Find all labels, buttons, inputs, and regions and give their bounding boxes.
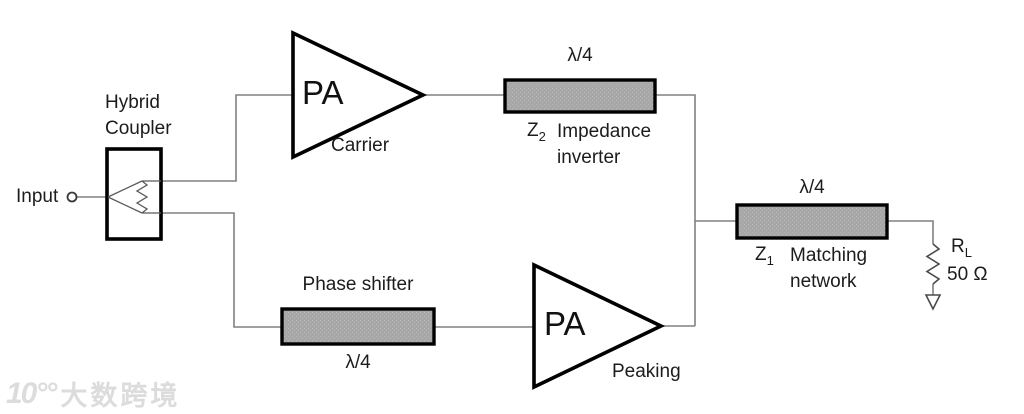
load-resistor	[924, 243, 942, 311]
z2-subscript: 2	[538, 128, 546, 144]
load-r-subscript: L	[964, 244, 972, 260]
watermark: 10°° 大数跨境	[6, 374, 180, 413]
impedance-inverter-tline	[503, 78, 657, 114]
z1-subscript: 1	[766, 252, 774, 268]
input-label: Input	[16, 186, 59, 207]
input-terminal	[66, 191, 78, 203]
load-name-label: RL	[951, 236, 972, 259]
hybrid-coupler-label: Hybrid Coupler	[105, 90, 172, 142]
watermark-logo-icon: 10°°	[6, 376, 57, 410]
hybrid-coupler-label-line2: Coupler	[105, 118, 172, 139]
matching-network-desc: Matching network	[790, 243, 867, 295]
impedance-inverter-length-label: λ/4	[567, 45, 593, 66]
carrier-pa-symbol: PA	[302, 74, 344, 111]
peaking-pa-symbol: PA	[544, 305, 586, 342]
hybrid-coupler-box	[105, 147, 163, 241]
impedance-inverter-desc-line2: inverter	[557, 147, 621, 168]
phase-shifter-tline	[280, 307, 436, 346]
watermark-text: 大数跨境	[60, 381, 181, 411]
matching-network-z-label: Z1	[755, 244, 774, 267]
matching-network-desc-line2: network	[790, 271, 857, 292]
load-resistor-zigzag	[925, 243, 941, 285]
load-value-label: 50 Ω	[947, 264, 988, 285]
carrier-pa-label: Carrier	[331, 135, 390, 156]
phase-shifter-length-label: λ/4	[345, 352, 371, 373]
z2-symbol: Z	[527, 120, 539, 141]
impedance-inverter-z-label: Z2	[527, 120, 546, 143]
peaking-pa-label: Peaking	[612, 361, 681, 382]
wire-network	[77, 94, 934, 328]
z1-symbol: Z	[755, 244, 767, 265]
matching-network-tline	[735, 203, 889, 240]
hybrid-coupler-label-line1: Hybrid	[105, 92, 160, 113]
load-r-symbol: R	[951, 236, 965, 257]
carrier-pa-triangle	[291, 30, 428, 160]
phase-shifter-label: Phase shifter	[302, 274, 414, 295]
ground-arrow-icon	[924, 294, 942, 311]
hybrid-coupler-divider-lines	[107, 180, 161, 214]
matching-network-length-label: λ/4	[799, 177, 825, 198]
matching-network-desc-line1: Matching	[790, 245, 868, 266]
impedance-inverter-desc: Impedance inverter	[557, 119, 651, 171]
impedance-inverter-desc-line1: Impedance	[557, 121, 652, 142]
hybrid-coupler-isolation-resistor	[135, 180, 149, 214]
peaking-pa-triangle	[532, 262, 666, 390]
